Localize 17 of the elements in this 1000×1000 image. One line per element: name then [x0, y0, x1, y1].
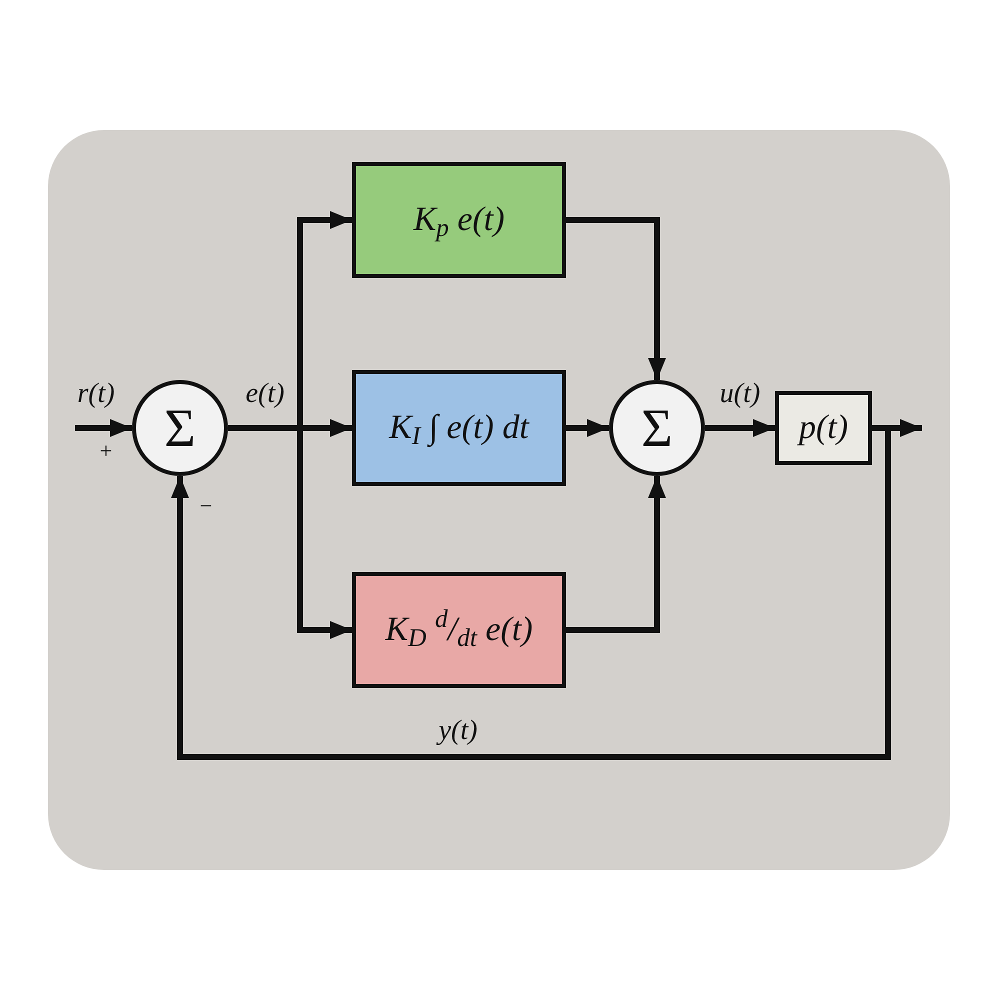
formula-text: K$_{p}$ e(t) — [413, 200, 505, 242]
arrow — [75, 419, 132, 437]
arrow — [566, 419, 609, 437]
formula-text: K$_{D}$ $^{d}$/$_{dt}$ e(t) — [385, 608, 533, 652]
sigma-symbol: Σ — [641, 401, 673, 455]
sign-label: + — [100, 440, 112, 462]
formula-text: K$_{I}$ ∫ e(t) dt — [389, 408, 529, 450]
sign-label: − — [200, 495, 212, 517]
sigma-symbol: Σ — [164, 401, 196, 455]
arrow — [705, 419, 775, 437]
arrow — [566, 476, 666, 633]
controller-block — [352, 572, 566, 688]
arrow — [566, 217, 666, 380]
controller-block — [352, 370, 566, 486]
controller-block — [352, 162, 566, 278]
formula-text: p(t) — [798, 408, 848, 448]
plant-block — [775, 391, 872, 465]
